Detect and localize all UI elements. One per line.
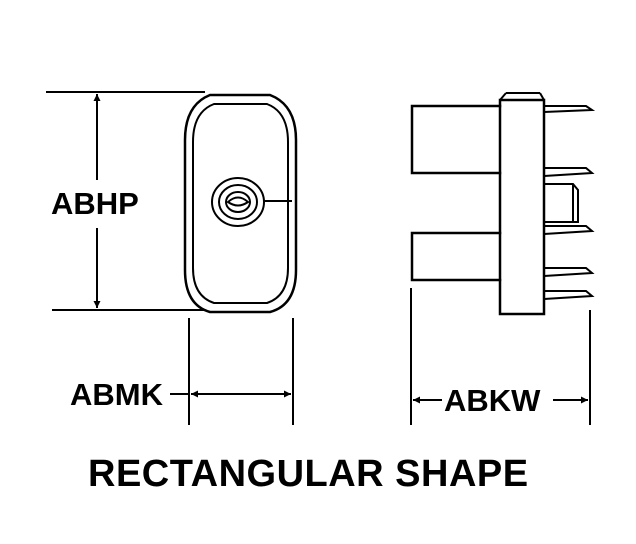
- front-inner-outline: [192, 103, 289, 304]
- height-dimension-label: ABHP: [51, 186, 139, 221]
- lower-plug-body: [410, 231, 502, 282]
- contact-pins: [543, 105, 596, 300]
- height-dimension: ABHP: [46, 91, 205, 311]
- center-contact-icon: [211, 177, 292, 227]
- plate-top-bevel-right: [539, 92, 545, 101]
- center-recess: [544, 183, 579, 223]
- front-outer-outline: [183, 93, 298, 314]
- thickness-dimension-label: ABMK: [70, 377, 164, 412]
- width-dimension: ABKW: [410, 288, 591, 425]
- side-view: [410, 92, 596, 316]
- plate-top-bevel-left: [499, 92, 507, 101]
- width-dimension-label: ABKW: [444, 383, 541, 418]
- diagram-caption: RECTANGULAR SHAPE: [88, 453, 529, 495]
- front-view: [183, 93, 298, 314]
- upper-plug-body: [410, 104, 502, 175]
- thickness-dimension: ABMK: [70, 318, 294, 425]
- mounting-plate: [498, 98, 546, 316]
